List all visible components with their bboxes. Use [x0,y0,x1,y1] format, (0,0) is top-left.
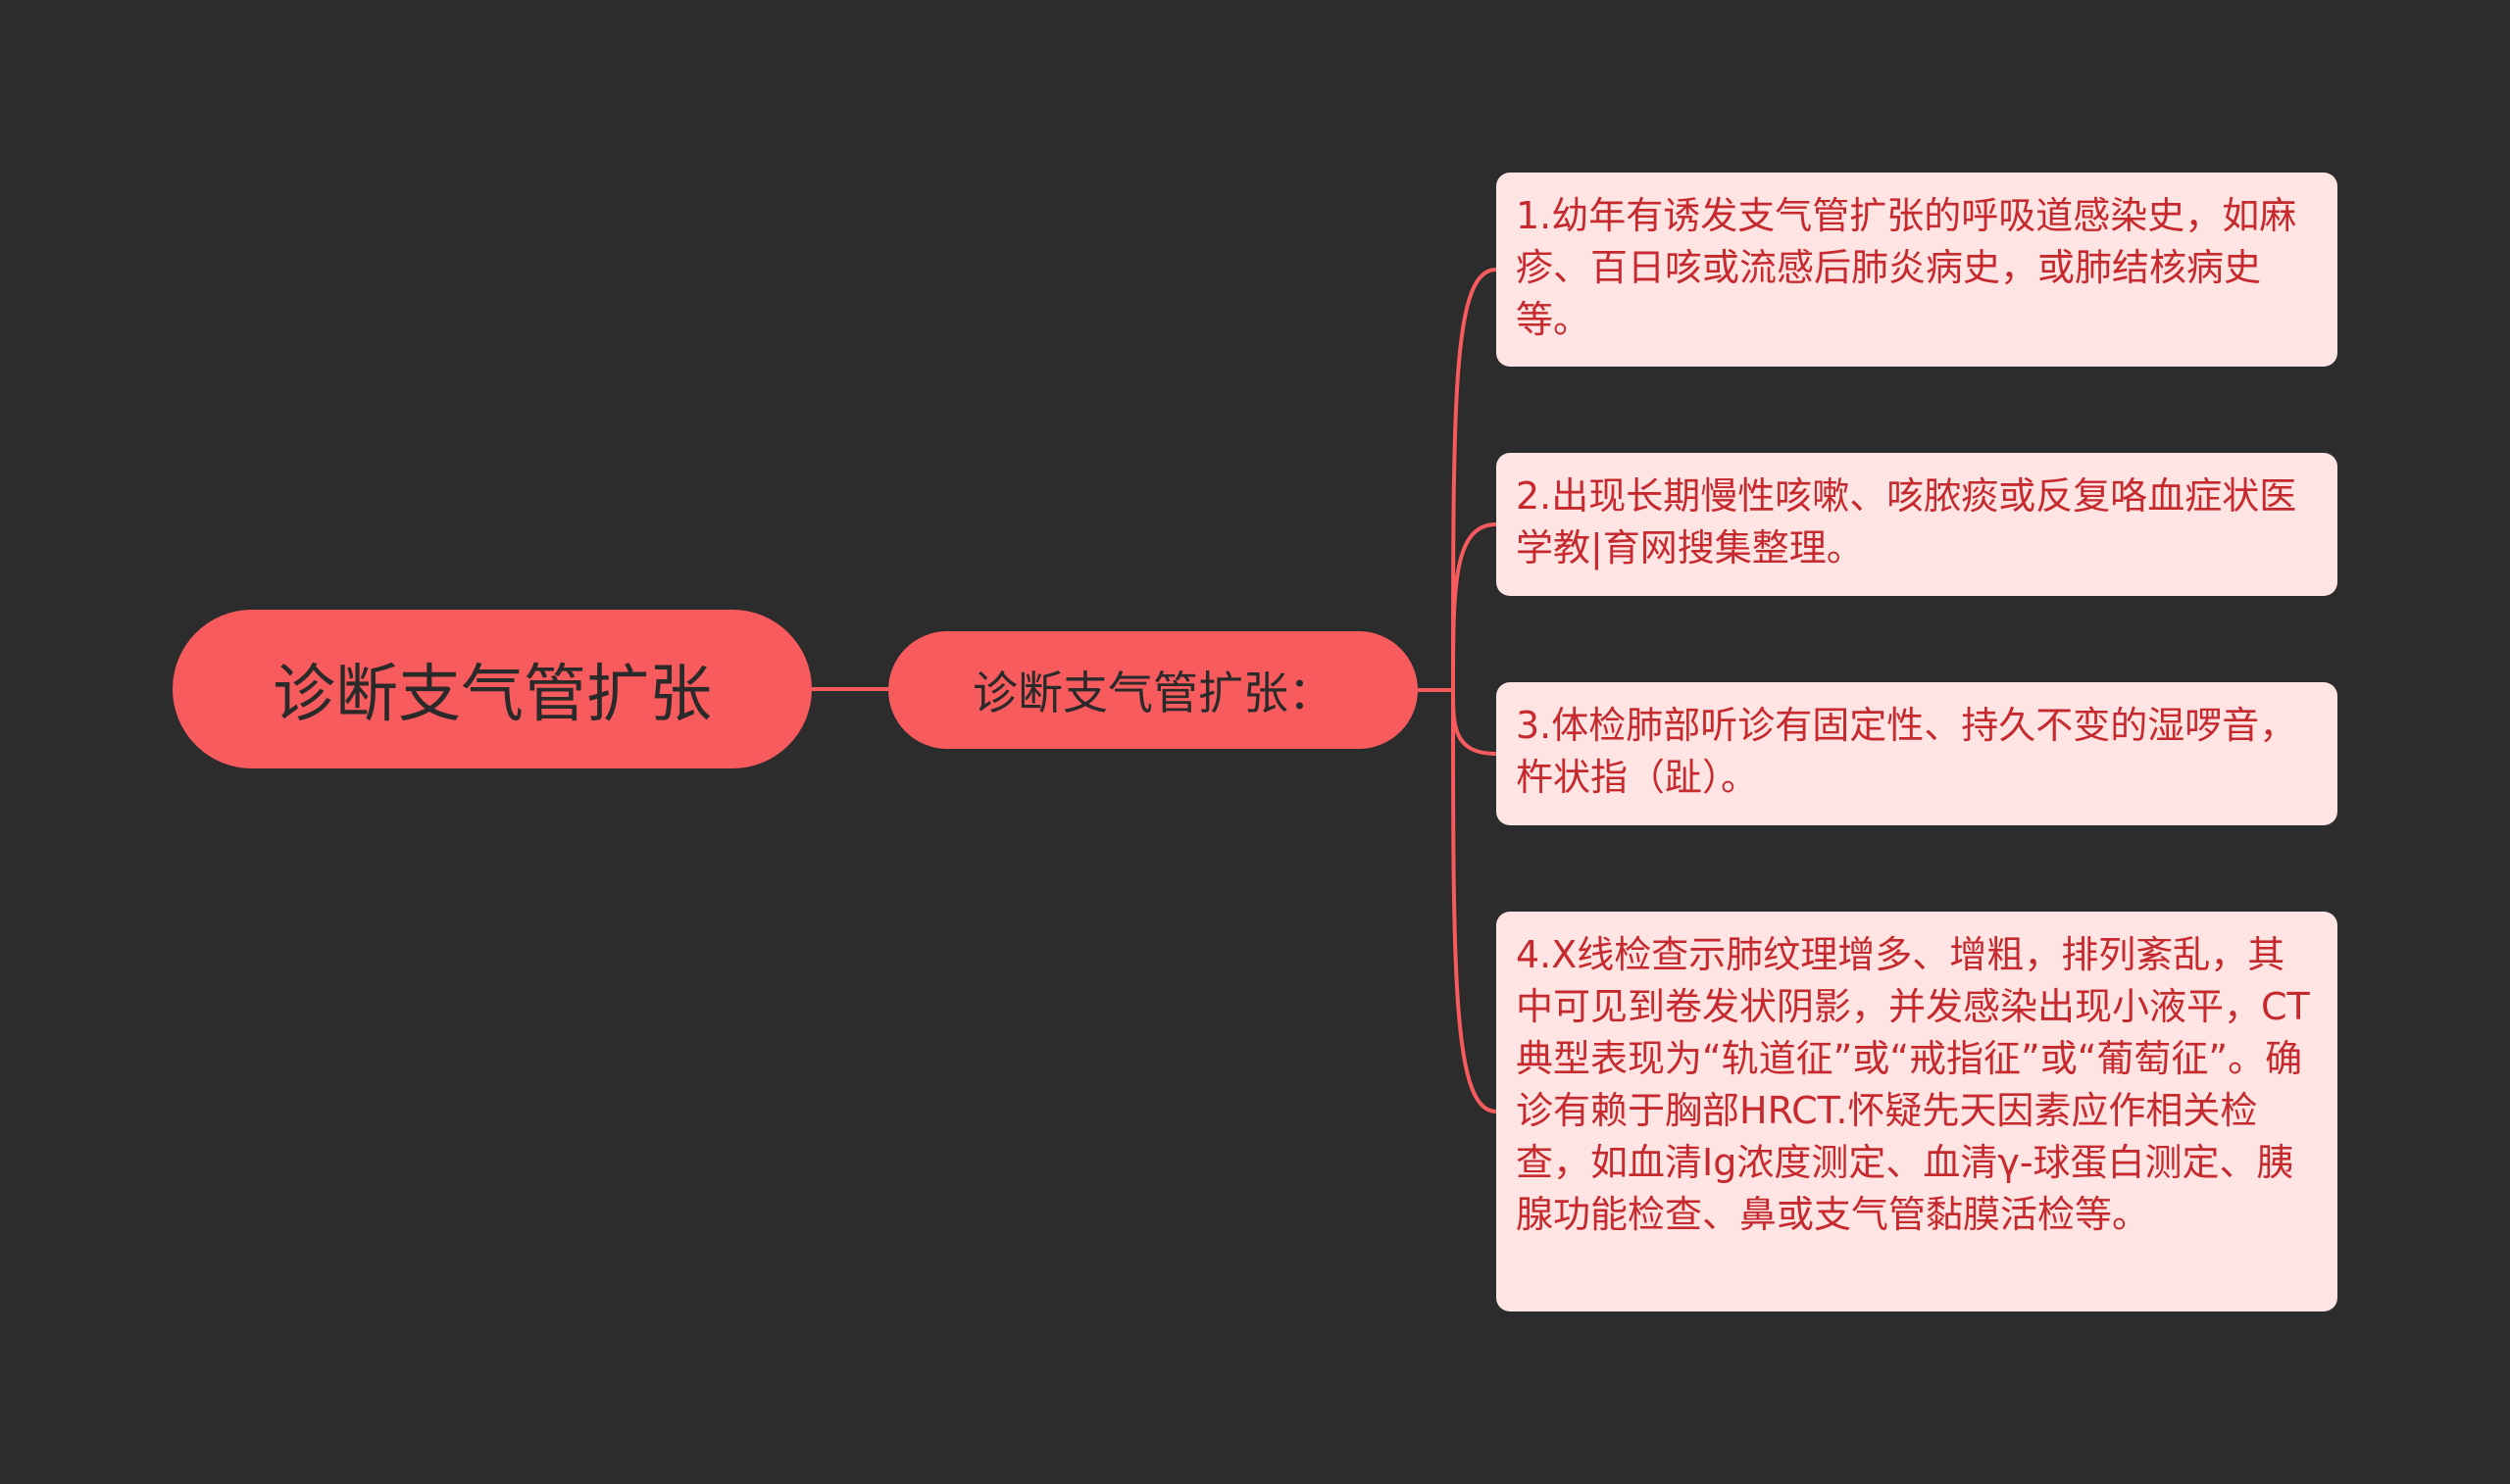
leaf-node-3[interactable]: 3.体检肺部听诊有固定性、持久不变的湿啰音，杵状指（趾）。 [1496,682,2337,825]
connector-to-leaf-3 [1451,688,1498,756]
connector-to-leaf-2 [1451,522,1498,692]
leaf-node-2[interactable]: 2.出现长期慢性咳嗽、咳脓痰或反复咯血症状医学教|育网搜集整理。 [1496,453,2337,596]
leaf-node-1[interactable]: 1.幼年有诱发支气管扩张的呼吸道感染史，如麻疹、百日咳或流感后肺炎病史，或肺结核… [1496,173,2337,367]
connector-to-leaf-1 [1451,268,1498,692]
connector-to-leaf-4 [1451,688,1498,1113]
branch-node[interactable]: 诊断支气管扩张： [888,631,1418,749]
root-node[interactable]: 诊断支气管扩张 [173,610,812,768]
leaf-node-4[interactable]: 4.X线检查示肺纹理增多、增粗，排列紊乱，其中可见到卷发状阴影，并发感染出现小液… [1496,912,2337,1311]
